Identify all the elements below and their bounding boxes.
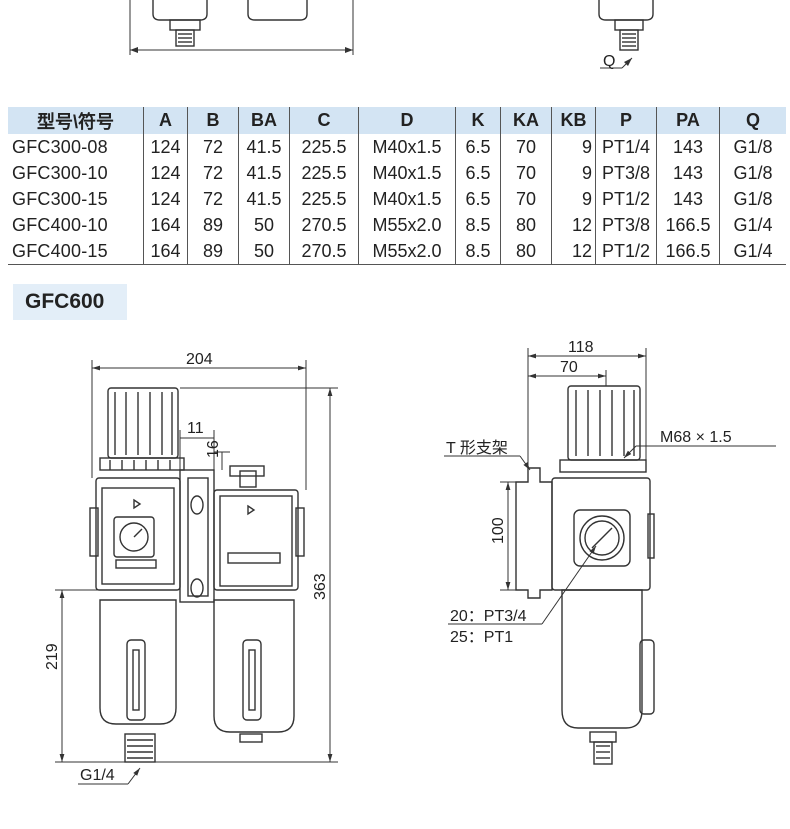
cell-c: 225.5 [289, 134, 359, 160]
dim-width-label: 204 [186, 351, 213, 368]
header-q: Q [719, 107, 786, 134]
cell-q: G1/4 [719, 238, 786, 265]
cell-b: 72 [187, 134, 239, 160]
cell-q: G1/4 [719, 212, 786, 238]
dim-100-label: 100 [490, 517, 507, 544]
cell-pa: 143 [656, 160, 720, 186]
table-row: GFC300-15 124 72 41.5 225.5 M40x1.5 6.5 … [8, 186, 786, 212]
cell-pa: 166.5 [656, 212, 720, 238]
cell-kb: 9 [551, 134, 596, 160]
cell-a: 164 [143, 238, 188, 265]
header-p: P [595, 107, 657, 134]
cell-pa: 143 [656, 134, 720, 160]
cell-ba: 41.5 [238, 160, 290, 186]
cell-d: M55x2.0 [358, 212, 456, 238]
cell-c: 225.5 [289, 160, 359, 186]
cell-model: GFC300-08 [12, 136, 108, 157]
cell-a: 124 [143, 134, 188, 160]
cell-d: M40x1.5 [358, 160, 456, 186]
cell-b: 89 [187, 212, 239, 238]
cell-ka: 80 [500, 212, 552, 238]
header-a: A [143, 107, 188, 134]
cell-ka: 70 [500, 160, 552, 186]
port-20-label: 20：PT3/4 [450, 608, 527, 625]
cell-a: 124 [143, 186, 188, 212]
cell-q: G1/8 [719, 134, 786, 160]
cell-kb: 12 [551, 238, 596, 265]
table-row: GFC400-10 164 89 50 270.5 M55x2.0 8.5 80… [8, 212, 786, 238]
cell-b: 72 [187, 160, 239, 186]
port-g14-label: G1/4 [80, 767, 115, 784]
dim-70-label: 70 [560, 359, 578, 376]
cell-k: 6.5 [455, 160, 501, 186]
cell-model: GFC300-10 [12, 162, 108, 183]
cell-pa: 143 [656, 186, 720, 212]
cell-p: PT3/8 [595, 160, 657, 186]
cell-kb: 9 [551, 186, 596, 212]
q-label: Q [603, 53, 615, 70]
cell-pa: 166.5 [656, 238, 720, 265]
cell-model: GFC400-10 [12, 214, 108, 235]
spec-table: 型号\符号 A B BA C D K KA KB P PA Q GFC300-0… [8, 107, 786, 265]
cell-p: PT1/2 [595, 238, 657, 265]
dim-16-label: 16 [205, 440, 222, 458]
table-row: GFC400-15 164 89 50 270.5 M55x2.0 8.5 80… [8, 238, 786, 265]
dim-219-label: 219 [44, 643, 61, 670]
cell-d: M40x1.5 [358, 186, 456, 212]
cell-p: PT1/2 [595, 186, 657, 212]
header-k: K [455, 107, 501, 134]
cell-kb: 12 [551, 212, 596, 238]
cell-c: 270.5 [289, 212, 359, 238]
header-model: 型号\符号 [8, 107, 144, 134]
cell-k: 6.5 [455, 186, 501, 212]
cell-ka: 80 [500, 238, 552, 265]
dim-height-label: 363 [312, 573, 329, 600]
section-title: GFC600 [13, 284, 127, 320]
header-ba: BA [238, 107, 290, 134]
cell-kb: 9 [551, 160, 596, 186]
cell-p: PT1/4 [595, 134, 657, 160]
cell-k: 6.5 [455, 134, 501, 160]
header-c: C [289, 107, 359, 134]
cell-ba: 41.5 [238, 134, 290, 160]
cell-b: 89 [187, 238, 239, 265]
cell-ka: 70 [500, 134, 552, 160]
cell-k: 8.5 [455, 212, 501, 238]
cell-q: G1/8 [719, 186, 786, 212]
header-pa: PA [656, 107, 720, 134]
port-25-label: 25：PT1 [450, 629, 513, 646]
header-ka: KA [500, 107, 552, 134]
cell-ka: 70 [500, 186, 552, 212]
cell-d: M40x1.5 [358, 134, 456, 160]
cell-b: 72 [187, 186, 239, 212]
cell-a: 164 [143, 212, 188, 238]
t-bracket-label: T 形支架 [446, 439, 508, 457]
cell-model: GFC400-15 [8, 238, 144, 265]
table-header-row: 型号\符号 A B BA C D K KA KB P PA Q [8, 107, 786, 134]
dim-11-label: 11 [187, 420, 204, 437]
cell-a: 124 [143, 160, 188, 186]
cell-ba: 50 [238, 238, 290, 265]
header-b: B [187, 107, 239, 134]
top-partial-drawing: Q [129, 0, 654, 70]
cell-model: GFC300-15 [12, 188, 108, 209]
thread-label: M68 × 1.5 [660, 429, 732, 446]
cell-q: G1/8 [719, 160, 786, 186]
cell-ba: 41.5 [238, 186, 290, 212]
cell-c: 270.5 [289, 238, 359, 265]
cell-k: 8.5 [455, 238, 501, 265]
cell-ba: 50 [238, 212, 290, 238]
header-d: D [358, 107, 456, 134]
table-row: GFC300-08 124 72 41.5 225.5 M40x1.5 6.5 … [8, 134, 786, 160]
dim-118-label: 118 [568, 339, 594, 356]
table-row: GFC300-10 124 72 41.5 225.5 M40x1.5 6.5 … [8, 160, 786, 186]
cell-c: 225.5 [289, 186, 359, 212]
cell-d: M55x2.0 [358, 238, 456, 265]
header-kb: KB [551, 107, 596, 134]
cell-p: PT3/8 [595, 212, 657, 238]
